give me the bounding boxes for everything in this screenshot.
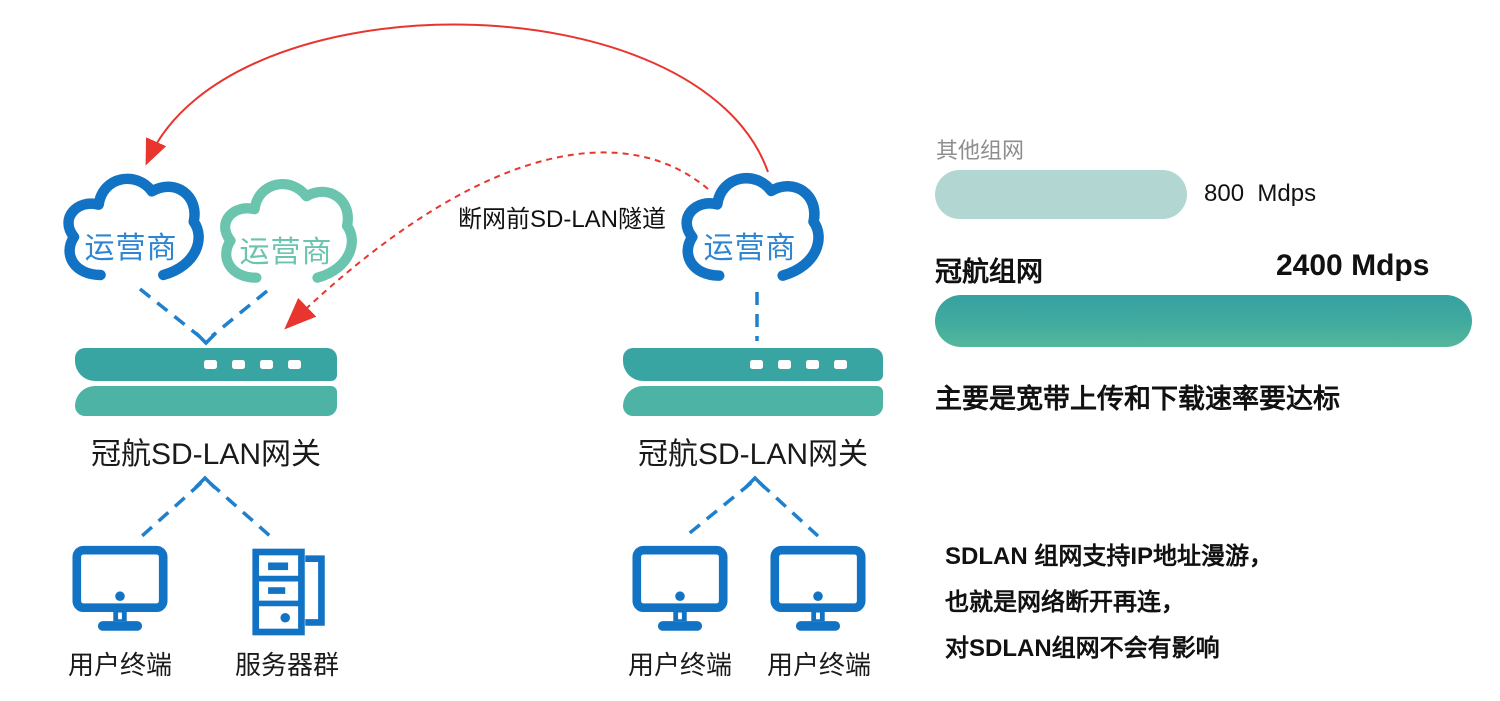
led-icon — [778, 360, 791, 369]
cloud-icon — [681, 172, 824, 281]
gateway-bottom-unit — [75, 386, 337, 416]
carrier-cloud-left-teal: 运营商 — [212, 166, 360, 296]
carrier-cloud-right-blue: 运营商 — [673, 160, 827, 294]
server-icon — [252, 548, 325, 636]
carrier-cloud-left-blue: 运营商 — [55, 158, 207, 296]
link-cloud1-gateway — [138, 287, 201, 338]
gateway-label: 冠航SD-LAN网关 — [637, 438, 869, 471]
other-network-label: 其他组网 — [936, 138, 1025, 163]
cloud-icon — [63, 173, 204, 281]
terminal-label: 服务器群 — [234, 650, 339, 680]
terminal-label: 用户终端 — [627, 650, 732, 680]
gateway-bottom-unit — [623, 386, 883, 416]
led-icon — [834, 360, 847, 369]
gateway-port-leds — [204, 360, 301, 369]
carrier-label: 运营商 — [84, 231, 178, 265]
carrier-label: 运营商 — [239, 236, 333, 270]
monitor-icon — [770, 545, 866, 631]
monitor-icon — [632, 545, 728, 631]
note-line: 对SDLAN组网不会有影响 — [945, 635, 1220, 662]
chevron-down-icon — [195, 332, 217, 346]
guanhang-network-value: 2400 Mdps — [1276, 249, 1430, 282]
led-icon — [260, 360, 273, 369]
gateway-top-unit — [623, 348, 883, 381]
led-icon — [288, 360, 301, 369]
other-network-value: 800 Mdps — [1204, 180, 1317, 207]
link-gateway-terminal4 — [758, 481, 820, 538]
monitor-icon — [72, 545, 168, 631]
guanhang-network-label: 冠航组网 — [935, 257, 1043, 287]
sdlan-gateway-device — [623, 348, 883, 416]
led-icon — [232, 360, 245, 369]
carrier-label: 运营商 — [703, 231, 797, 265]
gateway-top-unit — [75, 348, 337, 381]
cloud-icon — [220, 179, 357, 283]
gateway-port-leds — [750, 360, 847, 369]
other-network-bar — [935, 170, 1187, 219]
link-gateway-server — [208, 481, 272, 538]
sdlan-gateway-device — [75, 348, 337, 416]
tunnel-label: 断网前SD-LAN隧道 — [458, 206, 667, 233]
led-icon — [806, 360, 819, 369]
tunnel-dashed-arrow — [284, 151, 709, 330]
terminal-label: 用户终端 — [766, 650, 871, 680]
link-gateway-terminal3 — [684, 481, 753, 538]
bandwidth-caption: 主要是宽带上传和下载速率要达标 — [935, 384, 1340, 414]
failover-arrow — [145, 23, 769, 173]
led-icon — [750, 360, 763, 369]
link-gateway-terminal1 — [140, 481, 203, 538]
gateway-label: 冠航SD-LAN网关 — [90, 438, 322, 471]
terminal-label: 用户终端 — [67, 650, 172, 680]
link-cloud2-gateway — [210, 289, 269, 338]
guanhang-network-bar — [935, 295, 1472, 347]
note-line: 也就是网络断开再连， — [945, 589, 1185, 616]
note-line: SDLAN 组网支持IP地址漫游， — [945, 543, 1274, 570]
led-icon — [204, 360, 217, 369]
